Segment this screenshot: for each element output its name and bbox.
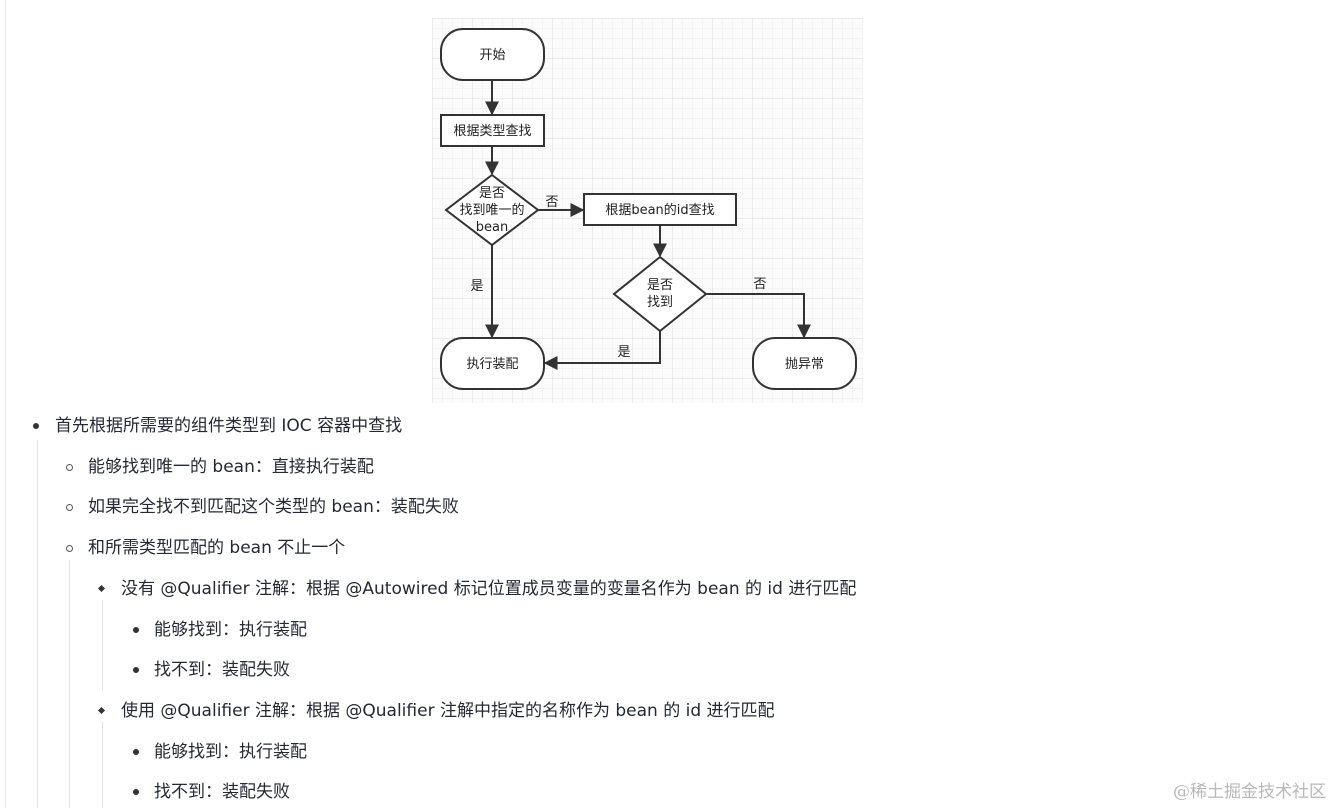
bullet-circle — [66, 545, 73, 552]
list-item-l4a1: 能够找到：执行装配 — [154, 620, 307, 640]
page-left-rule — [5, 0, 6, 808]
list-item-l2a: 能够找到唯一的 bean：直接执行装配 — [88, 457, 374, 477]
edge-found-yes — [543, 331, 661, 370]
find-by-type-label: 根据类型查找 — [453, 124, 531, 139]
bullet-diamond — [97, 584, 106, 593]
watermark: @稀土掘金技术社区 — [1173, 782, 1326, 802]
decision-found-line2: 找到 — [647, 295, 673, 310]
edge-yes-label-1: 是 — [470, 279, 483, 294]
bullet-diamond — [97, 706, 106, 715]
list-guide-level2 — [69, 560, 70, 808]
list-item-l4b1: 能够找到：执行装配 — [154, 742, 307, 762]
list-item-l3b: 使用 @Qualifier 注解：根据 @Qualifier 注解中指定的名称作… — [121, 701, 775, 721]
decision-unique-line3: bean — [476, 220, 508, 235]
list-item-l2c: 和所需类型匹配的 bean 不止一个 — [88, 538, 346, 558]
edge-no-label-2: 否 — [753, 277, 766, 292]
bullet-disc — [133, 749, 139, 755]
find-by-id-label: 根据bean的id查找 — [605, 202, 714, 218]
list-guide-level3a — [102, 600, 103, 690]
edge-yes-label-2: 是 — [617, 345, 630, 360]
edge-found-no — [706, 293, 811, 339]
autowire-flowchart: 开始 根据类型查找 是否 找到唯一的 bean 根据bean的id查找 是否 找… — [432, 18, 863, 403]
decision-unique-line2: 找到唯一的 — [459, 202, 524, 218]
decision-unique-line1: 是否 — [479, 186, 505, 201]
list-item-l3a: 没有 @Qualifier 注解：根据 @Autowired 标记位置成员变量的… — [121, 579, 857, 599]
list-item-l1: 首先根据所需要的组件类型到 IOC 容器中查找 — [55, 416, 403, 436]
list-guide-level1 — [37, 440, 38, 808]
edge-no-label-1: 否 — [545, 195, 558, 210]
start-label: 开始 — [479, 48, 505, 63]
bullet-disc — [133, 789, 139, 795]
decision-found-line1: 是否 — [647, 278, 673, 293]
list-item-l4a2: 找不到：装配失败 — [154, 660, 290, 680]
list-item-l4b2: 找不到：装配失败 — [154, 782, 290, 802]
execute-label: 执行装配 — [466, 357, 518, 372]
bullet-disc — [33, 423, 39, 429]
bullet-disc — [133, 667, 139, 673]
throw-label: 抛异常 — [785, 357, 824, 372]
bullet-disc — [133, 627, 139, 633]
list-item-l2b: 如果完全找不到匹配这个类型的 bean：装配失败 — [88, 497, 459, 517]
bullet-circle — [66, 504, 73, 511]
bullet-circle — [66, 464, 73, 471]
list-guide-level3b — [102, 722, 103, 808]
